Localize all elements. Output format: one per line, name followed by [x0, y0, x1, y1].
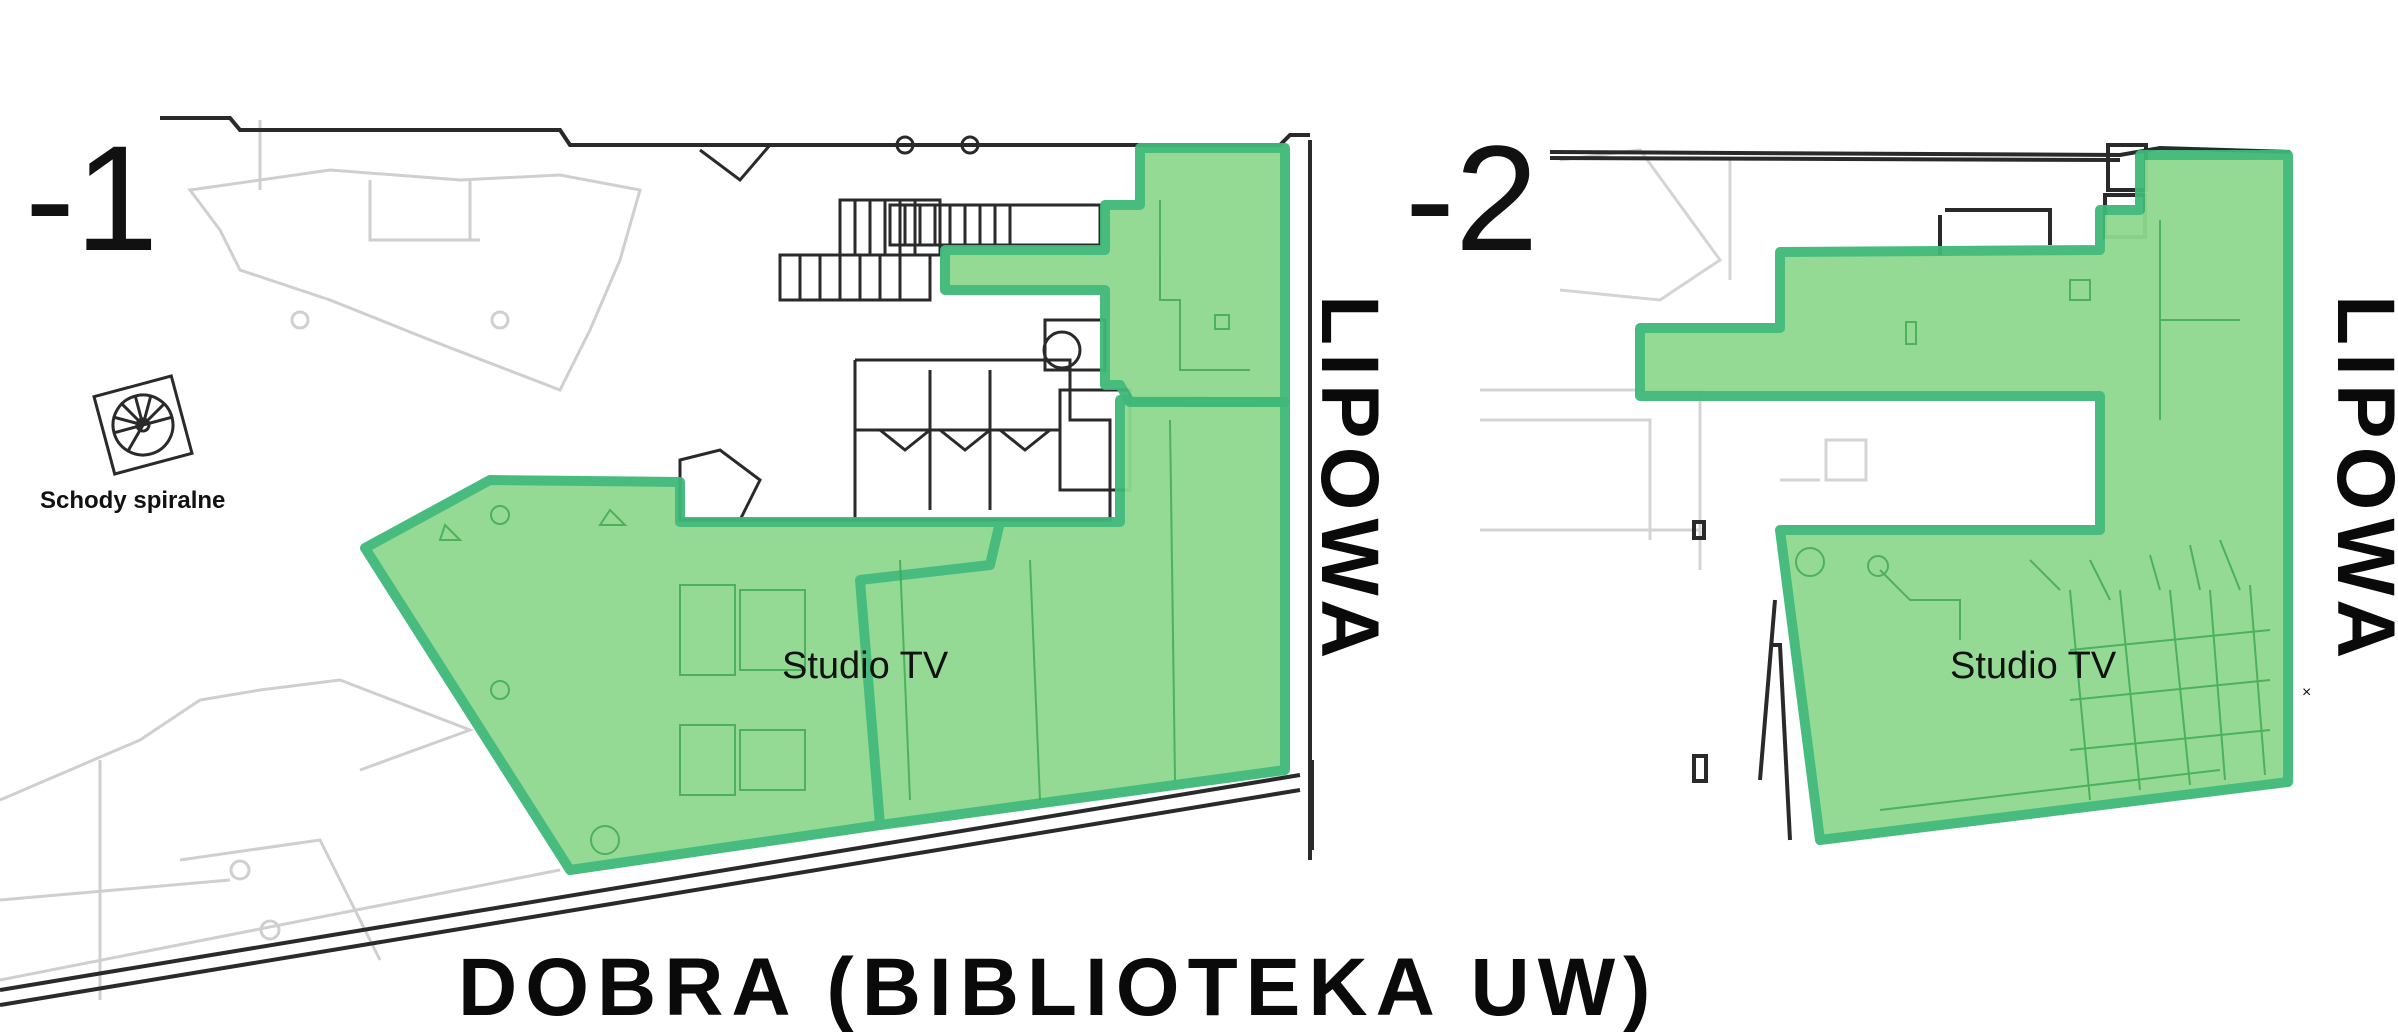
- spiral-stairs-icon: [92, 374, 194, 476]
- core-rooms-left: [678, 135, 1132, 522]
- level-label-minus-1: -1: [25, 114, 158, 282]
- street-label-lipowa-right: LIPOWA: [2320, 295, 2398, 666]
- street-label-dobra: DOBRA (BIBLIOTEKA UW): [458, 942, 1658, 1033]
- zone-label-minus-1: Studio TV: [782, 645, 949, 687]
- perimeter-walls-left: [0, 116, 1314, 1007]
- street-label-lipowa-left: LIPOWA: [1304, 295, 1395, 666]
- zone-details-minus-1: [438, 200, 1250, 855]
- spiral-stairs-label: Schody spiralne: [40, 487, 225, 514]
- plan-level-minus-2: -2 Studio TV: [1405, 114, 2293, 845]
- studio-zone-minus-1-upper: [940, 143, 1290, 407]
- zone-label-minus-2: Studio TV: [1950, 645, 2117, 687]
- plan-mark: ×: [2302, 684, 2311, 701]
- level-label-minus-2: -2: [1405, 114, 1538, 282]
- plan-level-minus-1: -1 Studio TV Schody spiralne: [0, 114, 1314, 1007]
- studio-zone-minus-1: [360, 395, 1290, 875]
- studio-zone-minus-2: [1635, 150, 2293, 845]
- zone-details-minus-2: [1795, 220, 2271, 811]
